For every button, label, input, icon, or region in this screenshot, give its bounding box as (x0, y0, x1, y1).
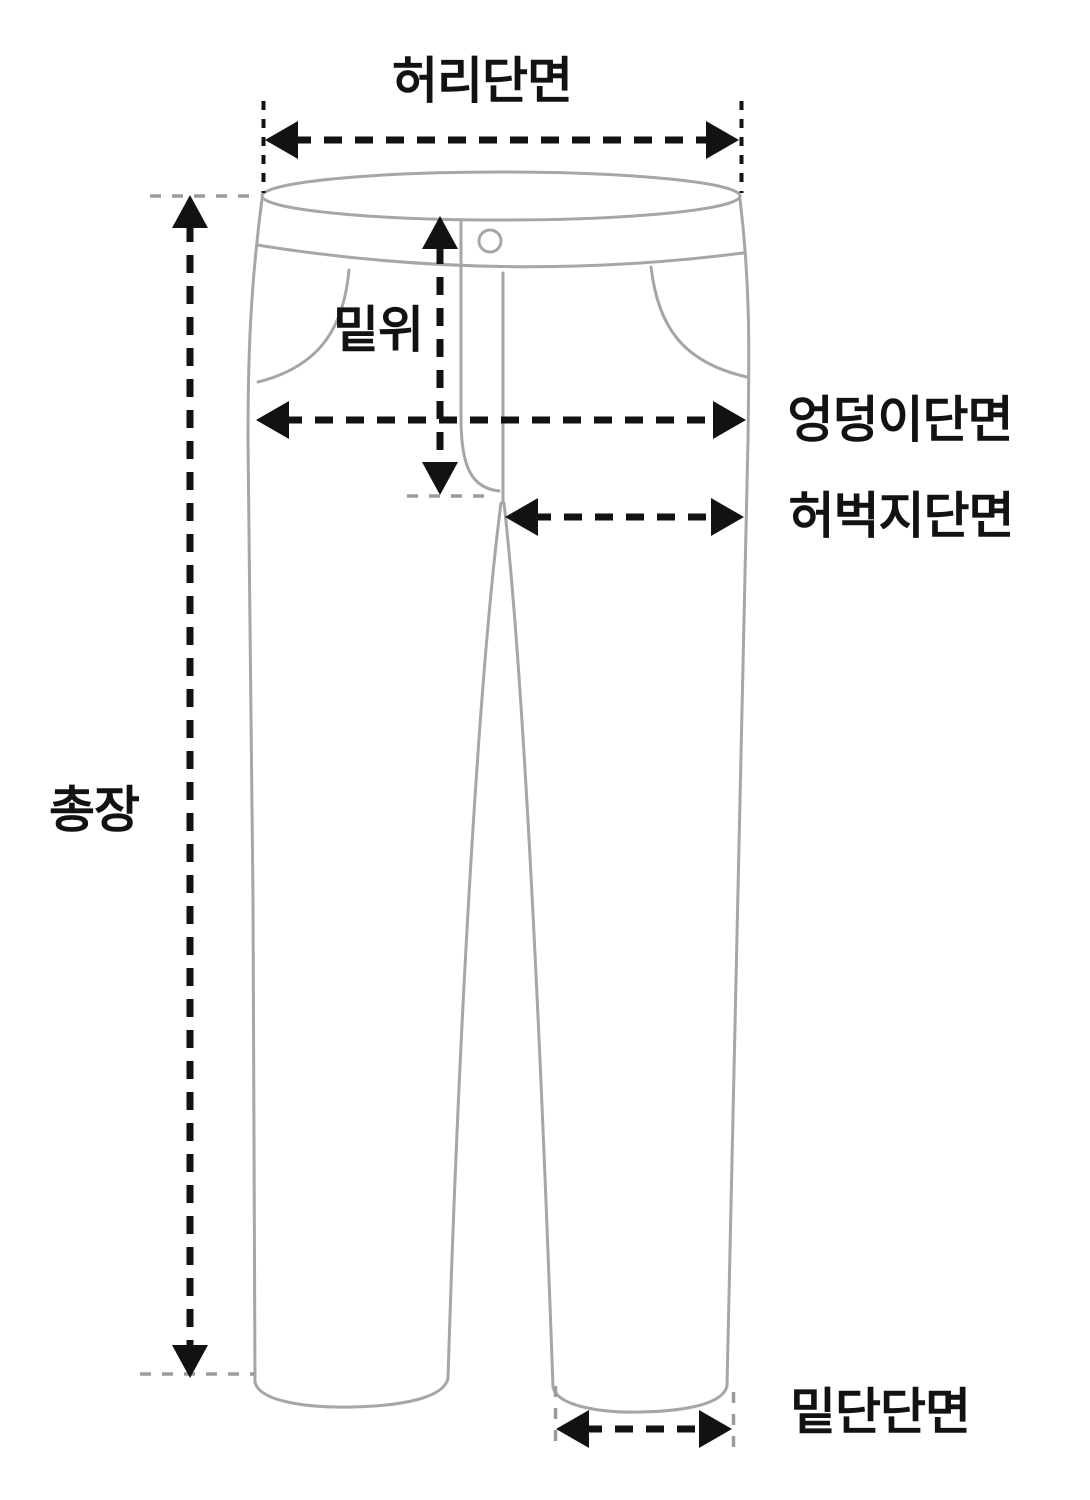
waist-label: 허리단면 (392, 53, 573, 109)
right-pocket-curve (649, 265, 749, 379)
hem-label: 밑단단면 (790, 1384, 971, 1440)
rise-label: 밑위 (333, 302, 424, 358)
hip-arrow-right-head (713, 401, 746, 439)
waist-arrow-left-head (265, 121, 298, 159)
thigh-arrow-left-head (505, 498, 538, 536)
waist-arrow (261, 101, 744, 193)
thigh-label: 허벅지단면 (788, 488, 1015, 544)
left-leg-hem (253, 1376, 450, 1409)
waist-opening-ellipse (260, 170, 742, 222)
total-length-label: 총장 (49, 782, 140, 838)
left-inner-seam (446, 501, 503, 1380)
fly-placket (459, 218, 501, 493)
left-outer-seam (246, 197, 264, 1384)
right-outer-seam (725, 197, 751, 1388)
hip-arrow (256, 401, 746, 439)
right-leg-hem (551, 1384, 729, 1414)
length-arrow-down-head (172, 1345, 208, 1378)
waistband-bottom-edge (255, 243, 745, 269)
hem-arrow-right-head (699, 1410, 732, 1448)
rise-arrow (422, 216, 458, 495)
left-pocket-curve (256, 268, 351, 384)
total-length-arrow (172, 195, 208, 1378)
waist-button (477, 228, 503, 254)
rise-arrow-up-head (422, 216, 458, 249)
thigh-arrow (505, 498, 744, 536)
guide-lines (140, 194, 736, 1448)
rise-arrow-down-head (422, 462, 458, 495)
hem-arrow (556, 1410, 732, 1448)
pants-outline (246, 170, 751, 1414)
right-inner-seam (502, 501, 555, 1389)
length-arrow-up-head (172, 195, 208, 228)
hip-arrow-left-head (256, 401, 289, 439)
waist-arrow-right-head (706, 121, 739, 159)
hem-arrow-left-head (556, 1410, 589, 1448)
hip-label: 엉덩이단면 (787, 392, 1014, 448)
thigh-arrow-right-head (711, 498, 744, 536)
